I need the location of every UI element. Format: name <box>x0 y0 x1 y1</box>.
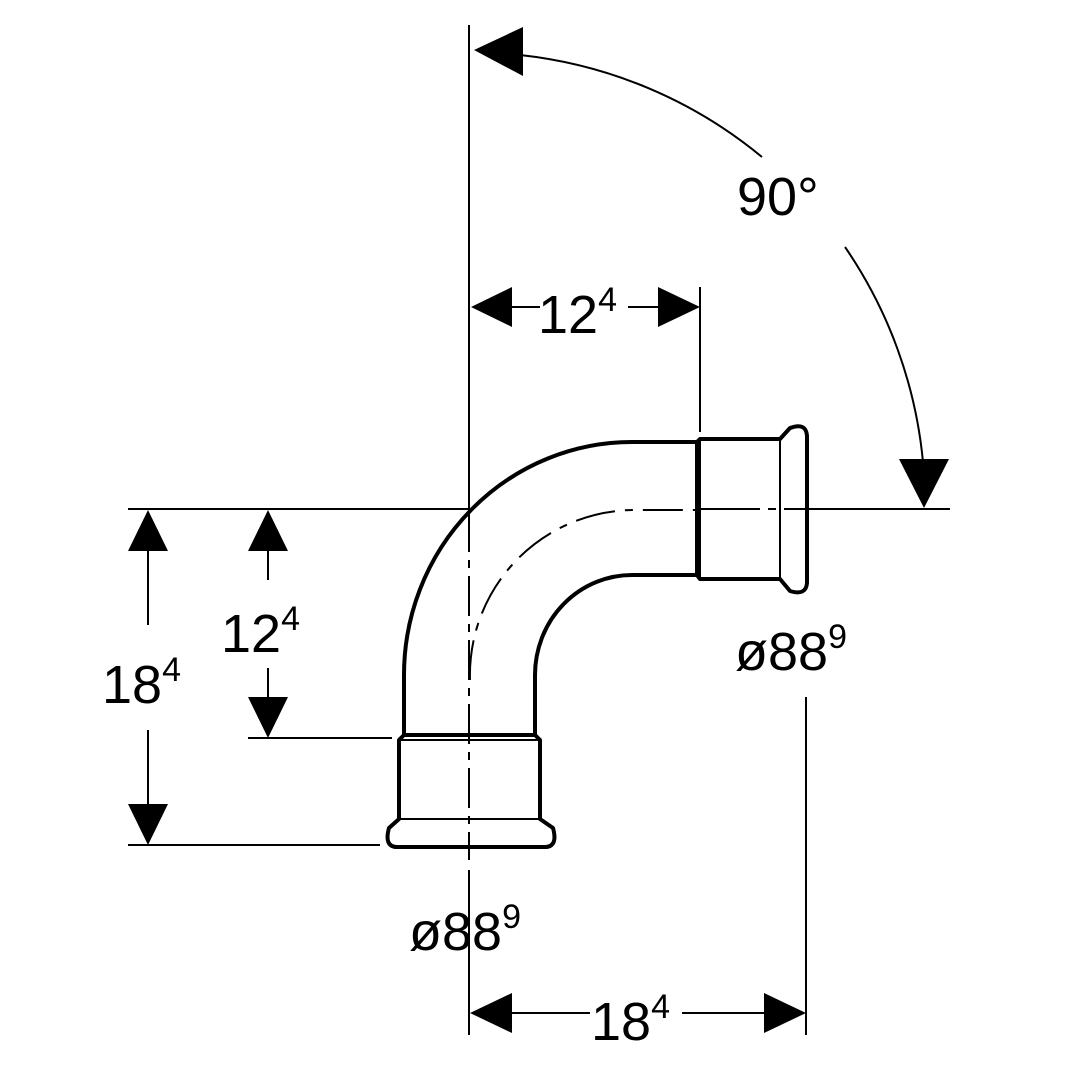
arrow-up-icon <box>128 510 168 551</box>
bend-outer-wall <box>402 440 697 735</box>
diameter-right-label: ø889 <box>735 618 847 682</box>
dim-bottom-label: 184 <box>591 988 670 1052</box>
arrow-left-icon <box>470 993 512 1033</box>
diameter-bottom-label: ø889 <box>409 898 521 962</box>
arrow-down-icon <box>128 804 168 845</box>
bend-inner-wall <box>533 573 697 735</box>
dim-left-outer-label: 184 <box>102 651 181 715</box>
dim-top-label: 124 <box>538 281 617 345</box>
arrow-right-icon <box>658 287 700 327</box>
dim-left-inner-label: 124 <box>221 600 300 664</box>
arrow-angle-end-icon <box>899 459 949 508</box>
arrowheads <box>128 27 949 1033</box>
angle-arc-lower <box>844 246 924 463</box>
bottom-socket <box>385 733 557 849</box>
arrow-angle-start-icon <box>474 27 523 76</box>
dimension-labels: 90° 124 124 184 184 ø889 ø889 <box>102 167 847 1052</box>
dimension-lines <box>128 25 950 1035</box>
arrow-up-icon <box>248 510 288 551</box>
arrow-right-icon <box>764 993 806 1033</box>
right-socket <box>695 424 809 595</box>
elbow-fitting <box>385 424 809 849</box>
bend-centerline <box>468 509 700 681</box>
arrow-left-icon <box>471 287 512 327</box>
arrow-down-icon <box>248 697 288 738</box>
angle-label: 90° <box>737 167 819 227</box>
angle-arc-upper <box>519 54 763 158</box>
